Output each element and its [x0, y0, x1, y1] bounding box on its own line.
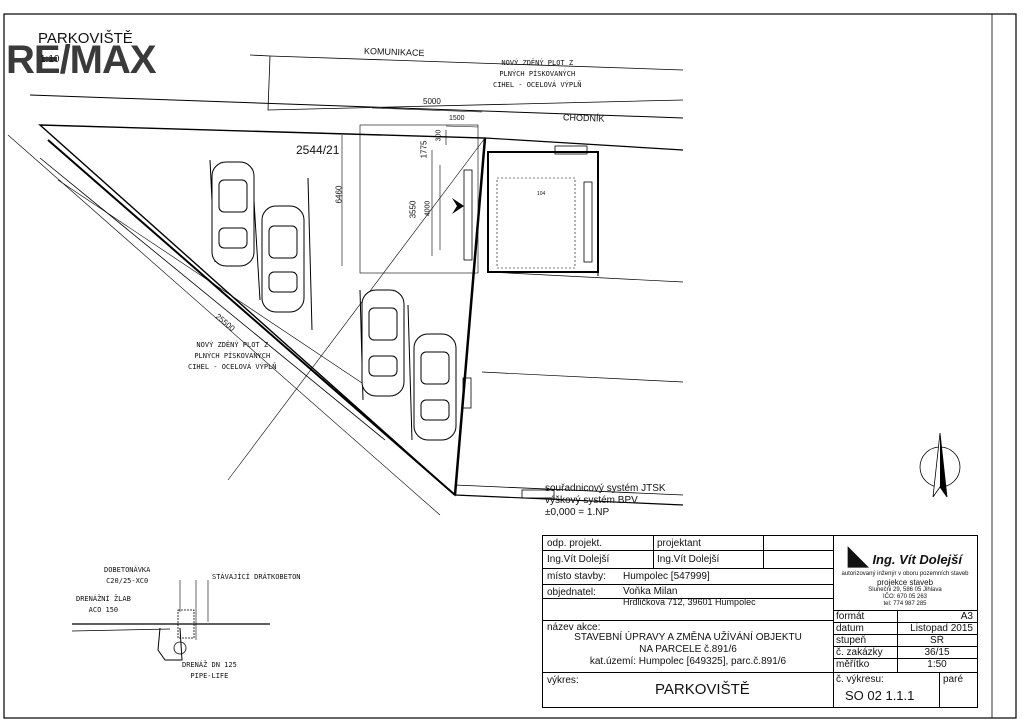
dim-1500: 1500	[449, 115, 465, 122]
objednatel-name: Voňka Milan	[623, 586, 678, 597]
company-line-2: projekce staveb	[876, 578, 934, 587]
dim-6460: 6460	[334, 185, 344, 204]
company-address-2: IČO: 670 05 263	[882, 594, 928, 600]
dim-4000: 4000	[424, 200, 432, 217]
cislo-value: SO 02 1.1.1	[845, 688, 915, 703]
odp-projekt-value: Ing.Vít Dolejší	[547, 554, 610, 565]
company-name: Ing. Vít Dolejší	[872, 552, 963, 567]
vykres-value: PARKOVIŠTĚ	[655, 681, 750, 698]
cislo-label: č. výkresu:	[836, 674, 884, 685]
dim-300: 300	[435, 129, 443, 142]
remax-logo: RE/MAX	[6, 38, 157, 82]
dim-1775: 1775	[419, 140, 429, 159]
pare-label: paré	[943, 674, 964, 685]
nazev-line-2: NA PARCELE č.891/6	[639, 644, 737, 655]
company-address-1: Slunečni 29, 586 05 Jihlava	[868, 587, 942, 593]
datum-label: datum	[836, 623, 864, 634]
misto-value: Humpolec [547999]	[623, 571, 710, 582]
road-label: KOMUNIKACE	[363, 45, 425, 59]
title-block: odp. projekt. Ing.Vít Dolejší projektant…	[542, 535, 978, 708]
objednatel-label: objednatel:	[547, 587, 596, 598]
misto-label: místo stavby:	[547, 571, 606, 582]
company-logo-icon: ◣	[847, 540, 868, 570]
drainage-detail	[71, 580, 270, 661]
meritko-value: 1:50	[927, 659, 947, 670]
car-4	[413, 333, 457, 441]
objednatel-address: Hrdličkova 712, 39601 Humpolec	[623, 597, 756, 607]
room-number: 104	[537, 191, 546, 197]
meritko-label: měřítko	[836, 659, 870, 670]
zakazka-label: č. zakázky	[836, 647, 883, 658]
vykres-label: výkres:	[547, 675, 579, 686]
company-address-3: tel: 774 987 285	[883, 601, 927, 607]
detail-existing-concrete-label: STÁVAJÍCÍ DRÁTKOBETON	[212, 573, 301, 581]
nazev-line-1: STAVEBNÍ ÚPRAVY A ZMĚNA UŽÍVÁNÍ OBJEKTU	[574, 632, 802, 643]
dim-5000: 5000	[423, 97, 441, 106]
odp-projekt-label: odp. projekt.	[547, 538, 603, 549]
sidewalk-label: CHODNÍK	[562, 112, 605, 124]
format-label: formát	[836, 611, 865, 622]
scale-note: 1:10	[40, 54, 60, 65]
zakazka-value: 36/15	[924, 647, 950, 658]
company-line-1: autorizovaný inženýr v oboru pozemních s…	[841, 571, 969, 577]
projektant-label: projektant	[657, 538, 701, 549]
car-2	[261, 205, 305, 313]
car-1	[211, 161, 255, 267]
datum-value: Listopad 2015	[910, 623, 973, 634]
stupen-value: SŘ	[930, 635, 944, 646]
stupen-label: stupeň	[836, 635, 867, 646]
car-3	[361, 289, 405, 397]
parcel-number: 2544/21	[296, 143, 340, 157]
projektant-value: Ing.Vít Dolejší	[657, 554, 720, 565]
company-stamp: ◣ Ing. Vít Dolejší autorizovaný inženýr …	[833, 540, 977, 608]
format-value: A3	[960, 611, 973, 622]
sheet-title: PARKOVIŠTĚ	[38, 30, 133, 47]
north-arrow-icon	[919, 432, 961, 498]
nazev-line-3: kat.území: Humpolec [649325], parc.č.891…	[589, 656, 787, 667]
nazev-label: název akce:	[547, 622, 601, 633]
dim-3550: 3550	[408, 200, 418, 219]
